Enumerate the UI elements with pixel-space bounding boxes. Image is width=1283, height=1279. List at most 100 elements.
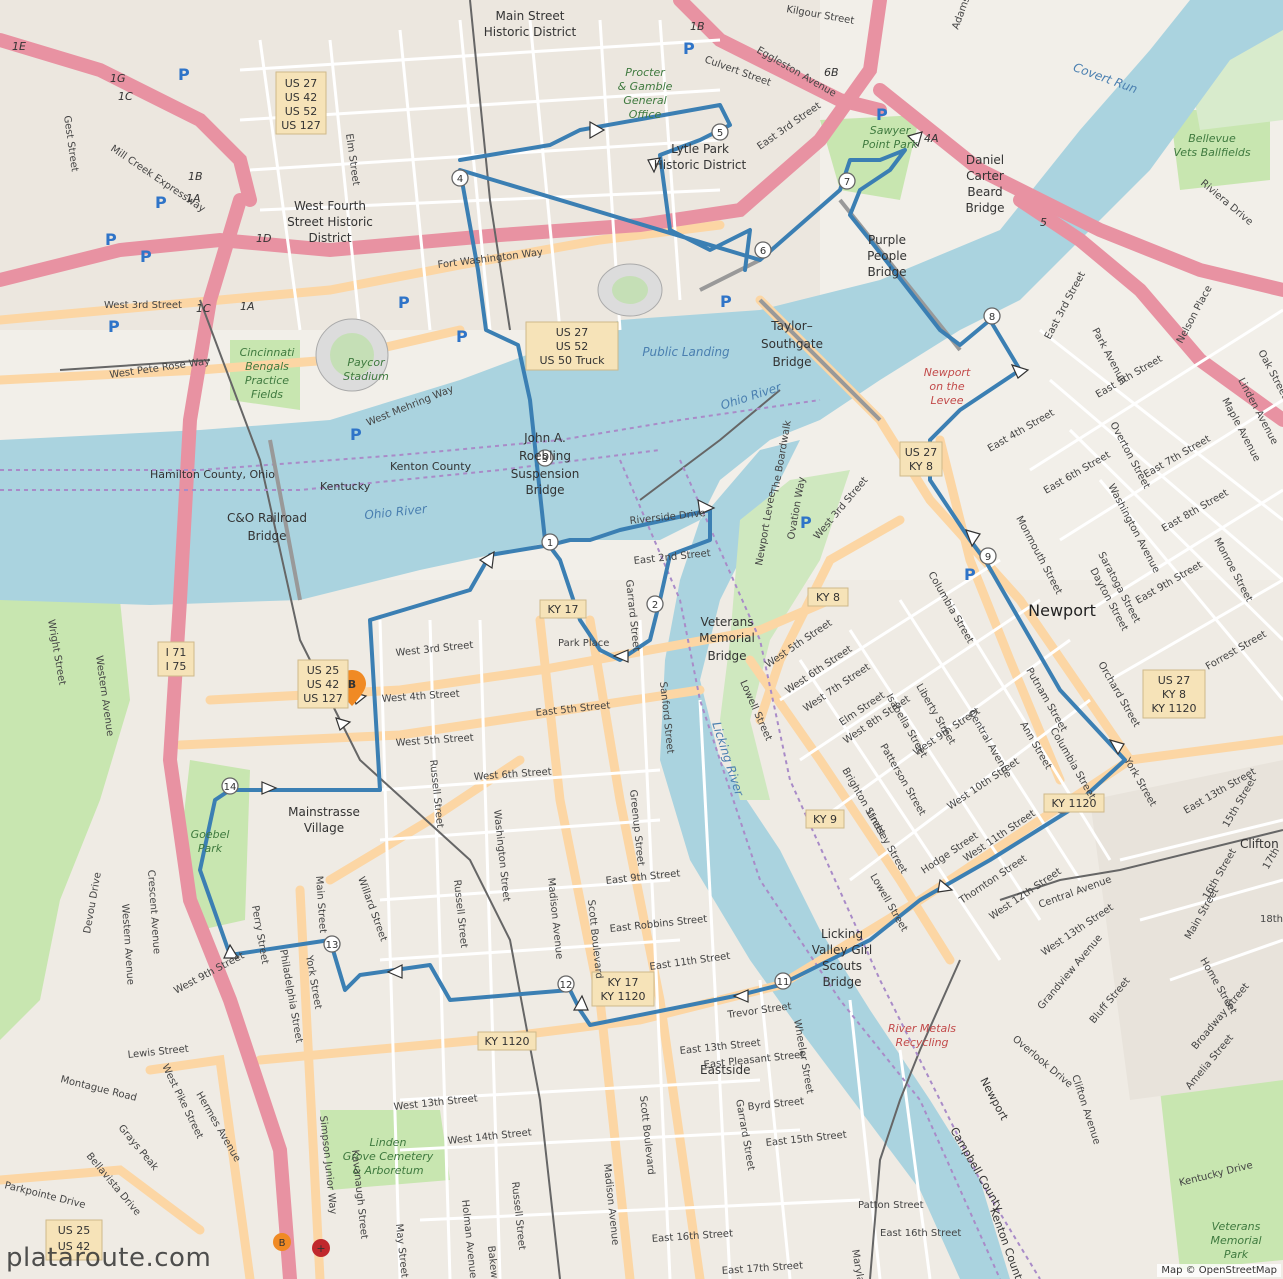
svg-text:Newport: Newport xyxy=(924,366,971,379)
route-direction-arrow-icon xyxy=(612,649,629,663)
stop-marker-13[interactable]: 13 xyxy=(323,935,341,953)
svg-text:Beard: Beard xyxy=(967,185,1002,199)
stop-marker-14[interactable]: 14 xyxy=(221,777,239,795)
svg-text:Stadium: Stadium xyxy=(343,370,389,383)
shield-ky17-1120: KY 17 KY 1120 xyxy=(591,971,655,1007)
stop-marker-6[interactable]: 6 xyxy=(754,241,772,259)
stop-marker-12[interactable]: 12 xyxy=(557,975,575,993)
svg-text:Paycor: Paycor xyxy=(347,356,386,369)
stop-marker-1[interactable]: 1 xyxy=(541,533,559,551)
street-grid xyxy=(239,19,1283,1279)
svg-text:Procter: Procter xyxy=(625,66,666,79)
map-attribution[interactable]: Map © OpenStreetMap xyxy=(1157,1264,1281,1277)
svg-text:Practice: Practice xyxy=(245,374,289,387)
shield-us25: US 25 US 42 US 127 xyxy=(297,659,349,709)
svg-text:KY 9: KY 9 xyxy=(813,813,837,826)
svg-text:Kentucky: Kentucky xyxy=(320,480,371,493)
stop-marker-3[interactable]: 3 xyxy=(536,449,554,467)
svg-text:Purple: Purple xyxy=(868,233,906,247)
svg-text:Bridge: Bridge xyxy=(707,649,746,663)
svg-text:Sawyer: Sawyer xyxy=(870,124,912,137)
svg-text:Veterans: Veterans xyxy=(1212,1220,1261,1233)
svg-text:KY 1120: KY 1120 xyxy=(600,990,645,1003)
svg-text:People: People xyxy=(867,249,907,263)
svg-text:14: 14 xyxy=(224,782,237,793)
shield-us27-ky8: US 27 KY 8 xyxy=(899,441,943,477)
stop-marker-2[interactable]: 2 xyxy=(646,595,664,613)
svg-text:P: P xyxy=(720,292,732,311)
shield-ky1120-right: KY 1120 xyxy=(1043,793,1105,813)
route-direction-arrow-icon xyxy=(478,550,495,570)
svg-text:Daniel: Daniel xyxy=(966,153,1004,167)
svg-text:P: P xyxy=(800,513,812,532)
svg-text:1: 1 xyxy=(547,538,553,549)
svg-text:11: 11 xyxy=(777,977,790,988)
stop-marker-5[interactable]: 5 xyxy=(711,123,729,141)
svg-text:US 25: US 25 xyxy=(58,1224,91,1237)
svg-text:Bridge: Bridge xyxy=(525,483,564,497)
svg-text:Lytle Park: Lytle Park xyxy=(671,142,729,156)
svg-text:1A: 1A xyxy=(186,192,201,205)
svg-text:4A: 4A xyxy=(924,132,939,145)
svg-text:US 42: US 42 xyxy=(58,1240,91,1253)
svg-text:Office: Office xyxy=(629,108,662,121)
svg-text:Street Historic: Street Historic xyxy=(287,215,373,229)
shield-us25-bottom: US 25 US 42 xyxy=(45,1219,103,1261)
svg-text:Levee: Levee xyxy=(931,394,964,407)
svg-text:Suspension: Suspension xyxy=(511,467,580,481)
route-direction-arrow-icon xyxy=(732,989,749,1003)
svg-text:KY 17: KY 17 xyxy=(607,976,638,989)
svg-text:P: P xyxy=(105,230,117,249)
svg-text:7: 7 xyxy=(844,177,850,188)
svg-text:Goebel: Goebel xyxy=(191,828,230,841)
stop-marker-4[interactable]: 4 xyxy=(451,169,469,187)
shield-us27-top: US 27 US 42 US 52 US 127 xyxy=(275,71,327,135)
stop-marker-7[interactable]: 7 xyxy=(838,172,856,190)
svg-text:1E: 1E xyxy=(12,40,26,53)
plataroute-logo[interactable]: plataroute.com xyxy=(6,1243,212,1273)
svg-text:Ohio River: Ohio River xyxy=(364,502,429,523)
svg-text:Park Place: Park Place xyxy=(558,638,609,649)
svg-text:US 127: US 127 xyxy=(281,119,321,132)
shield-ky1120: KY 1120 xyxy=(477,1031,537,1051)
svg-text:KY 1120: KY 1120 xyxy=(484,1035,529,1048)
svg-text:5: 5 xyxy=(1040,216,1047,229)
svg-text:P: P xyxy=(683,39,695,58)
svg-text:KY 8: KY 8 xyxy=(816,591,840,604)
svg-text:Bellevue: Bellevue xyxy=(1188,132,1236,145)
county-boundary xyxy=(0,399,1041,1279)
svg-text:on the: on the xyxy=(929,380,964,393)
label-clifton: Clifton xyxy=(1240,837,1279,851)
orange-b-pin-icon: B xyxy=(273,1233,291,1251)
stop-marker-9[interactable]: 9 xyxy=(979,547,997,565)
shield-ky17: KY 17 xyxy=(539,599,587,619)
route-direction-arrow-icon xyxy=(647,157,661,174)
stop-marker-8[interactable]: 8 xyxy=(983,307,1001,325)
svg-text:Memorial: Memorial xyxy=(699,631,755,645)
svg-text:River Metals: River Metals xyxy=(888,1022,956,1035)
route-direction-arrow-icon xyxy=(937,878,954,893)
svg-text:KY 8: KY 8 xyxy=(1162,688,1186,701)
stop-marker-11[interactable]: 11 xyxy=(774,972,792,990)
shield-ky8: KY 8 xyxy=(807,587,849,607)
svg-text:US 25: US 25 xyxy=(307,664,340,677)
svg-text:Bridge: Bridge xyxy=(247,529,286,543)
svg-text:US 27: US 27 xyxy=(556,326,589,339)
svg-text:13: 13 xyxy=(326,940,339,951)
svg-text:West 3rd Street: West 3rd Street xyxy=(104,300,182,311)
svg-text:Mainstrasse: Mainstrasse xyxy=(288,805,360,819)
svg-text:District: District xyxy=(308,231,351,245)
svg-text:Bridge: Bridge xyxy=(965,201,1004,215)
